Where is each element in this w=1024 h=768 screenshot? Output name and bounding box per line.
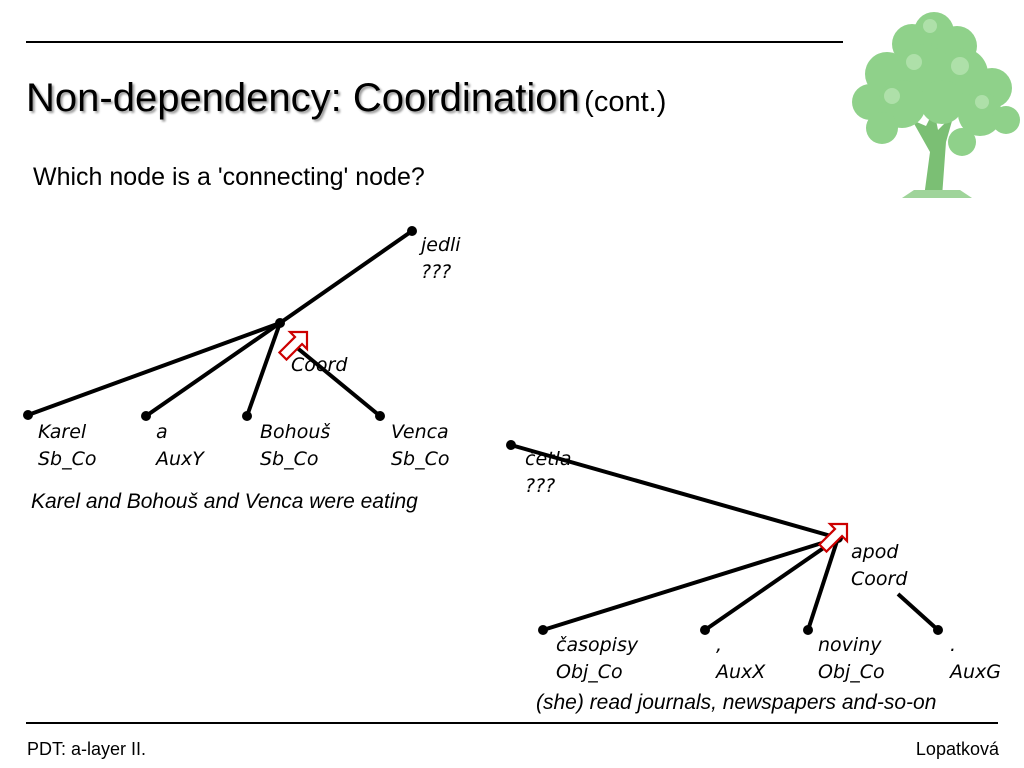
node-a-coord xyxy=(275,318,285,328)
label-form: noviny xyxy=(818,634,882,656)
tree-icon xyxy=(852,12,1020,198)
edge-cetla-apod xyxy=(510,443,839,540)
caption-tree-1: Karel and Bohouš and Venca were eating xyxy=(31,490,418,513)
node-venca xyxy=(375,411,385,421)
label-afun: Sb_Co xyxy=(391,448,450,470)
label-form: Bohouš xyxy=(260,421,330,443)
tree-foliage xyxy=(852,12,1020,156)
label-afun: ??? xyxy=(525,475,555,497)
arrow-icon xyxy=(817,522,849,554)
bottom-rule xyxy=(26,722,998,724)
label-form: . xyxy=(950,634,956,656)
label-form: časopisy xyxy=(556,634,639,656)
edge-apod-noviny xyxy=(806,537,840,631)
top-rule xyxy=(26,41,843,43)
node-cetla xyxy=(506,440,516,450)
label-afun: Sb_Co xyxy=(260,448,319,470)
title-suffix: (cont.) xyxy=(584,86,667,118)
edge-a-karel xyxy=(27,321,281,417)
label-form: četla xyxy=(525,448,572,470)
edge-apod-auxg xyxy=(896,592,940,632)
node-bohous xyxy=(242,411,252,421)
edge-a-bohous xyxy=(245,322,282,417)
label-afun: Obj_Co xyxy=(556,661,623,683)
arrow-icon xyxy=(277,330,309,362)
label-afun: Obj_Co xyxy=(818,661,885,683)
node-karel xyxy=(23,410,33,420)
label-afun: Sb_Co xyxy=(38,448,97,470)
slide-title: Non-dependency: Coordination (cont.) xyxy=(26,76,666,121)
label-afun: Coord xyxy=(291,354,348,376)
question-text: Which node is a 'connecting' node? xyxy=(33,163,425,191)
label-form: Venca xyxy=(391,421,449,443)
tree-trunk xyxy=(902,110,972,198)
label-afun: AuxY xyxy=(154,448,205,470)
label-form: a xyxy=(156,421,168,443)
edge-jedli-a xyxy=(278,229,414,325)
node-casopisy xyxy=(538,625,548,635)
label-form: , xyxy=(716,634,722,656)
title-main: Non-dependency: Coordination xyxy=(26,76,580,120)
node-comma-auxx xyxy=(700,625,710,635)
edge-a-auxy xyxy=(144,321,282,418)
edge-apod-casopisy xyxy=(542,536,839,632)
label-afun: AuxG xyxy=(948,661,1001,683)
label-afun: AuxX xyxy=(714,661,766,683)
label-form: Karel xyxy=(38,421,87,443)
node-jedli xyxy=(407,226,417,236)
edge-a-venca xyxy=(288,340,382,418)
node-a-auxy xyxy=(141,411,151,421)
node-period-auxg xyxy=(933,625,943,635)
edge-apod-auxx xyxy=(703,536,840,632)
node-noviny xyxy=(803,625,813,635)
caption-tree-2: (she) read journals, newspapers and-so-o… xyxy=(536,691,937,714)
label-afun: Coord xyxy=(851,568,908,590)
footer-right: Lopatková xyxy=(915,739,999,759)
label-form: jedli xyxy=(418,234,461,256)
label-afun: ??? xyxy=(421,261,451,283)
label-form: apod xyxy=(851,541,899,563)
footer-left: PDT: a-layer II. xyxy=(27,739,147,759)
